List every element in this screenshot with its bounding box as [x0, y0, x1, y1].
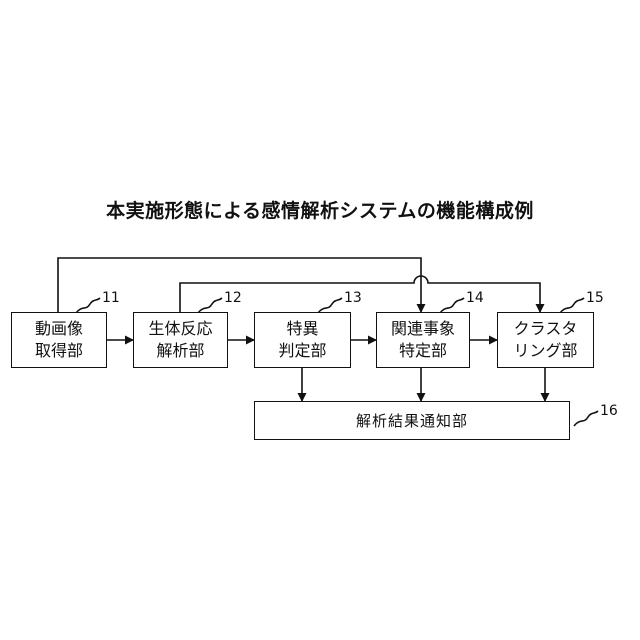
block-15-clustering: クラスタ リング部 — [497, 312, 594, 368]
ref-number-15: 15 — [586, 290, 604, 306]
ref-number-13: 13 — [344, 290, 362, 306]
block-16-result-notification: 解析結果通知部 — [254, 401, 570, 440]
ref-leader-11 — [76, 298, 100, 313]
block-14-related-event-identification: 関連事象 特定部 — [376, 312, 470, 368]
block-16-label: 解析結果通知部 — [356, 410, 468, 432]
block-12-line-1: 生体反応 — [148, 318, 212, 340]
block-13-line-1: 特異 — [286, 318, 318, 340]
block-12-bioreaction-analysis: 生体反応 解析部 — [133, 312, 228, 368]
ref-leader-14 — [440, 298, 464, 313]
block-15-line-1: クラスタ — [514, 318, 578, 340]
block-13-anomaly-judgment: 特異 判定部 — [254, 312, 351, 368]
ref-number-11: 11 — [102, 290, 120, 306]
ref-number-14: 14 — [466, 290, 484, 306]
block-11-line-2: 取得部 — [35, 340, 83, 362]
ref-leader-13 — [318, 298, 342, 313]
block-13-line-2: 判定部 — [278, 340, 326, 362]
block-15-line-2: リング部 — [513, 340, 577, 362]
block-11-line-1: 動画像 — [35, 318, 83, 340]
ref-leader-12 — [198, 298, 222, 313]
ref-number-16: 16 — [600, 403, 618, 419]
block-11-video-acquisition: 動画像 取得部 — [11, 312, 107, 368]
ref-leader-16 — [574, 411, 598, 426]
block-14-line-1: 関連事象 — [391, 318, 455, 340]
ref-leader-15 — [560, 298, 584, 313]
ref-number-12: 12 — [224, 290, 242, 306]
block-14-line-2: 特定部 — [399, 340, 447, 362]
block-12-line-2: 解析部 — [156, 340, 204, 362]
